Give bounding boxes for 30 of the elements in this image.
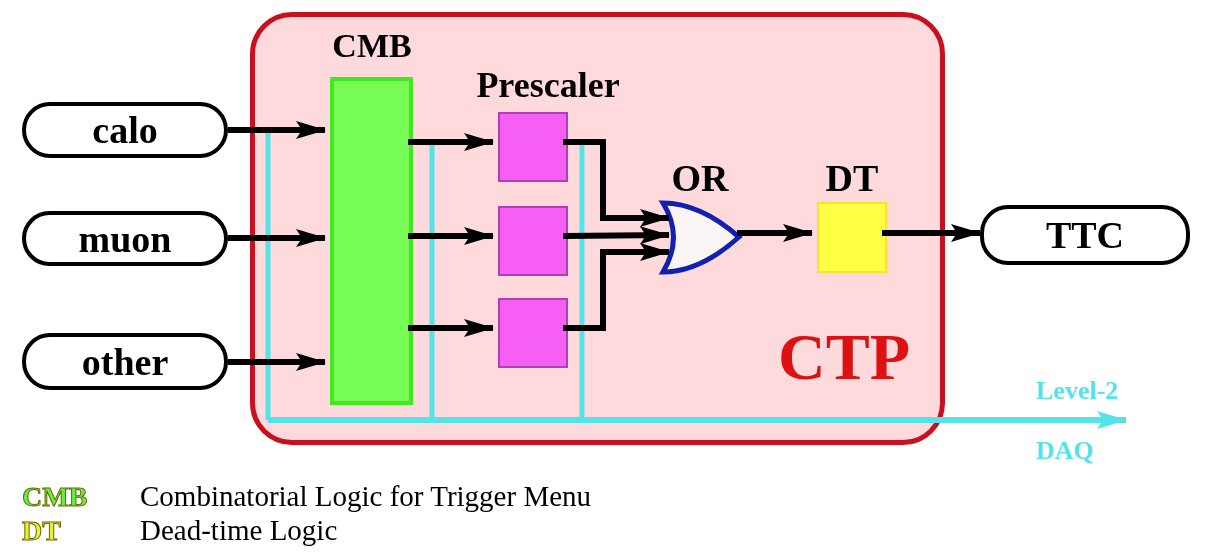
input-terminal: calo — [22, 102, 228, 158]
input-terminal: TTC — [980, 205, 1190, 265]
input-terminal: other — [22, 333, 228, 390]
arrow — [408, 133, 494, 151]
block-heading: OR — [670, 157, 730, 199]
arrow — [408, 319, 494, 337]
arrow — [408, 227, 494, 245]
prescaler-box — [498, 298, 568, 368]
arrow — [228, 121, 326, 139]
arrow — [228, 229, 326, 247]
ctp-panel — [250, 12, 945, 445]
legend-key: CMB — [22, 481, 140, 513]
legend-key: DT — [22, 515, 140, 547]
legend-text: Combinatorial Logic for Trigger Menu — [140, 480, 592, 513]
arrow — [228, 353, 326, 371]
block-heading: DT — [824, 157, 880, 199]
prescaler-box — [498, 206, 568, 276]
arrow — [882, 224, 981, 242]
output-label: DAQ — [1036, 436, 1094, 466]
arrow — [563, 139, 670, 227]
block-heading: CMB — [331, 26, 413, 66]
arrow — [563, 243, 670, 331]
block-heading: Prescaler — [475, 64, 621, 107]
arrow — [562, 226, 670, 245]
arrow — [268, 411, 1127, 429]
output-label: Level-2 — [1036, 376, 1119, 406]
panel-label: CTP — [778, 322, 910, 392]
input-terminal: muon — [22, 211, 228, 266]
arrow — [737, 224, 813, 242]
legend-text: Dead-time Logic — [140, 514, 338, 547]
